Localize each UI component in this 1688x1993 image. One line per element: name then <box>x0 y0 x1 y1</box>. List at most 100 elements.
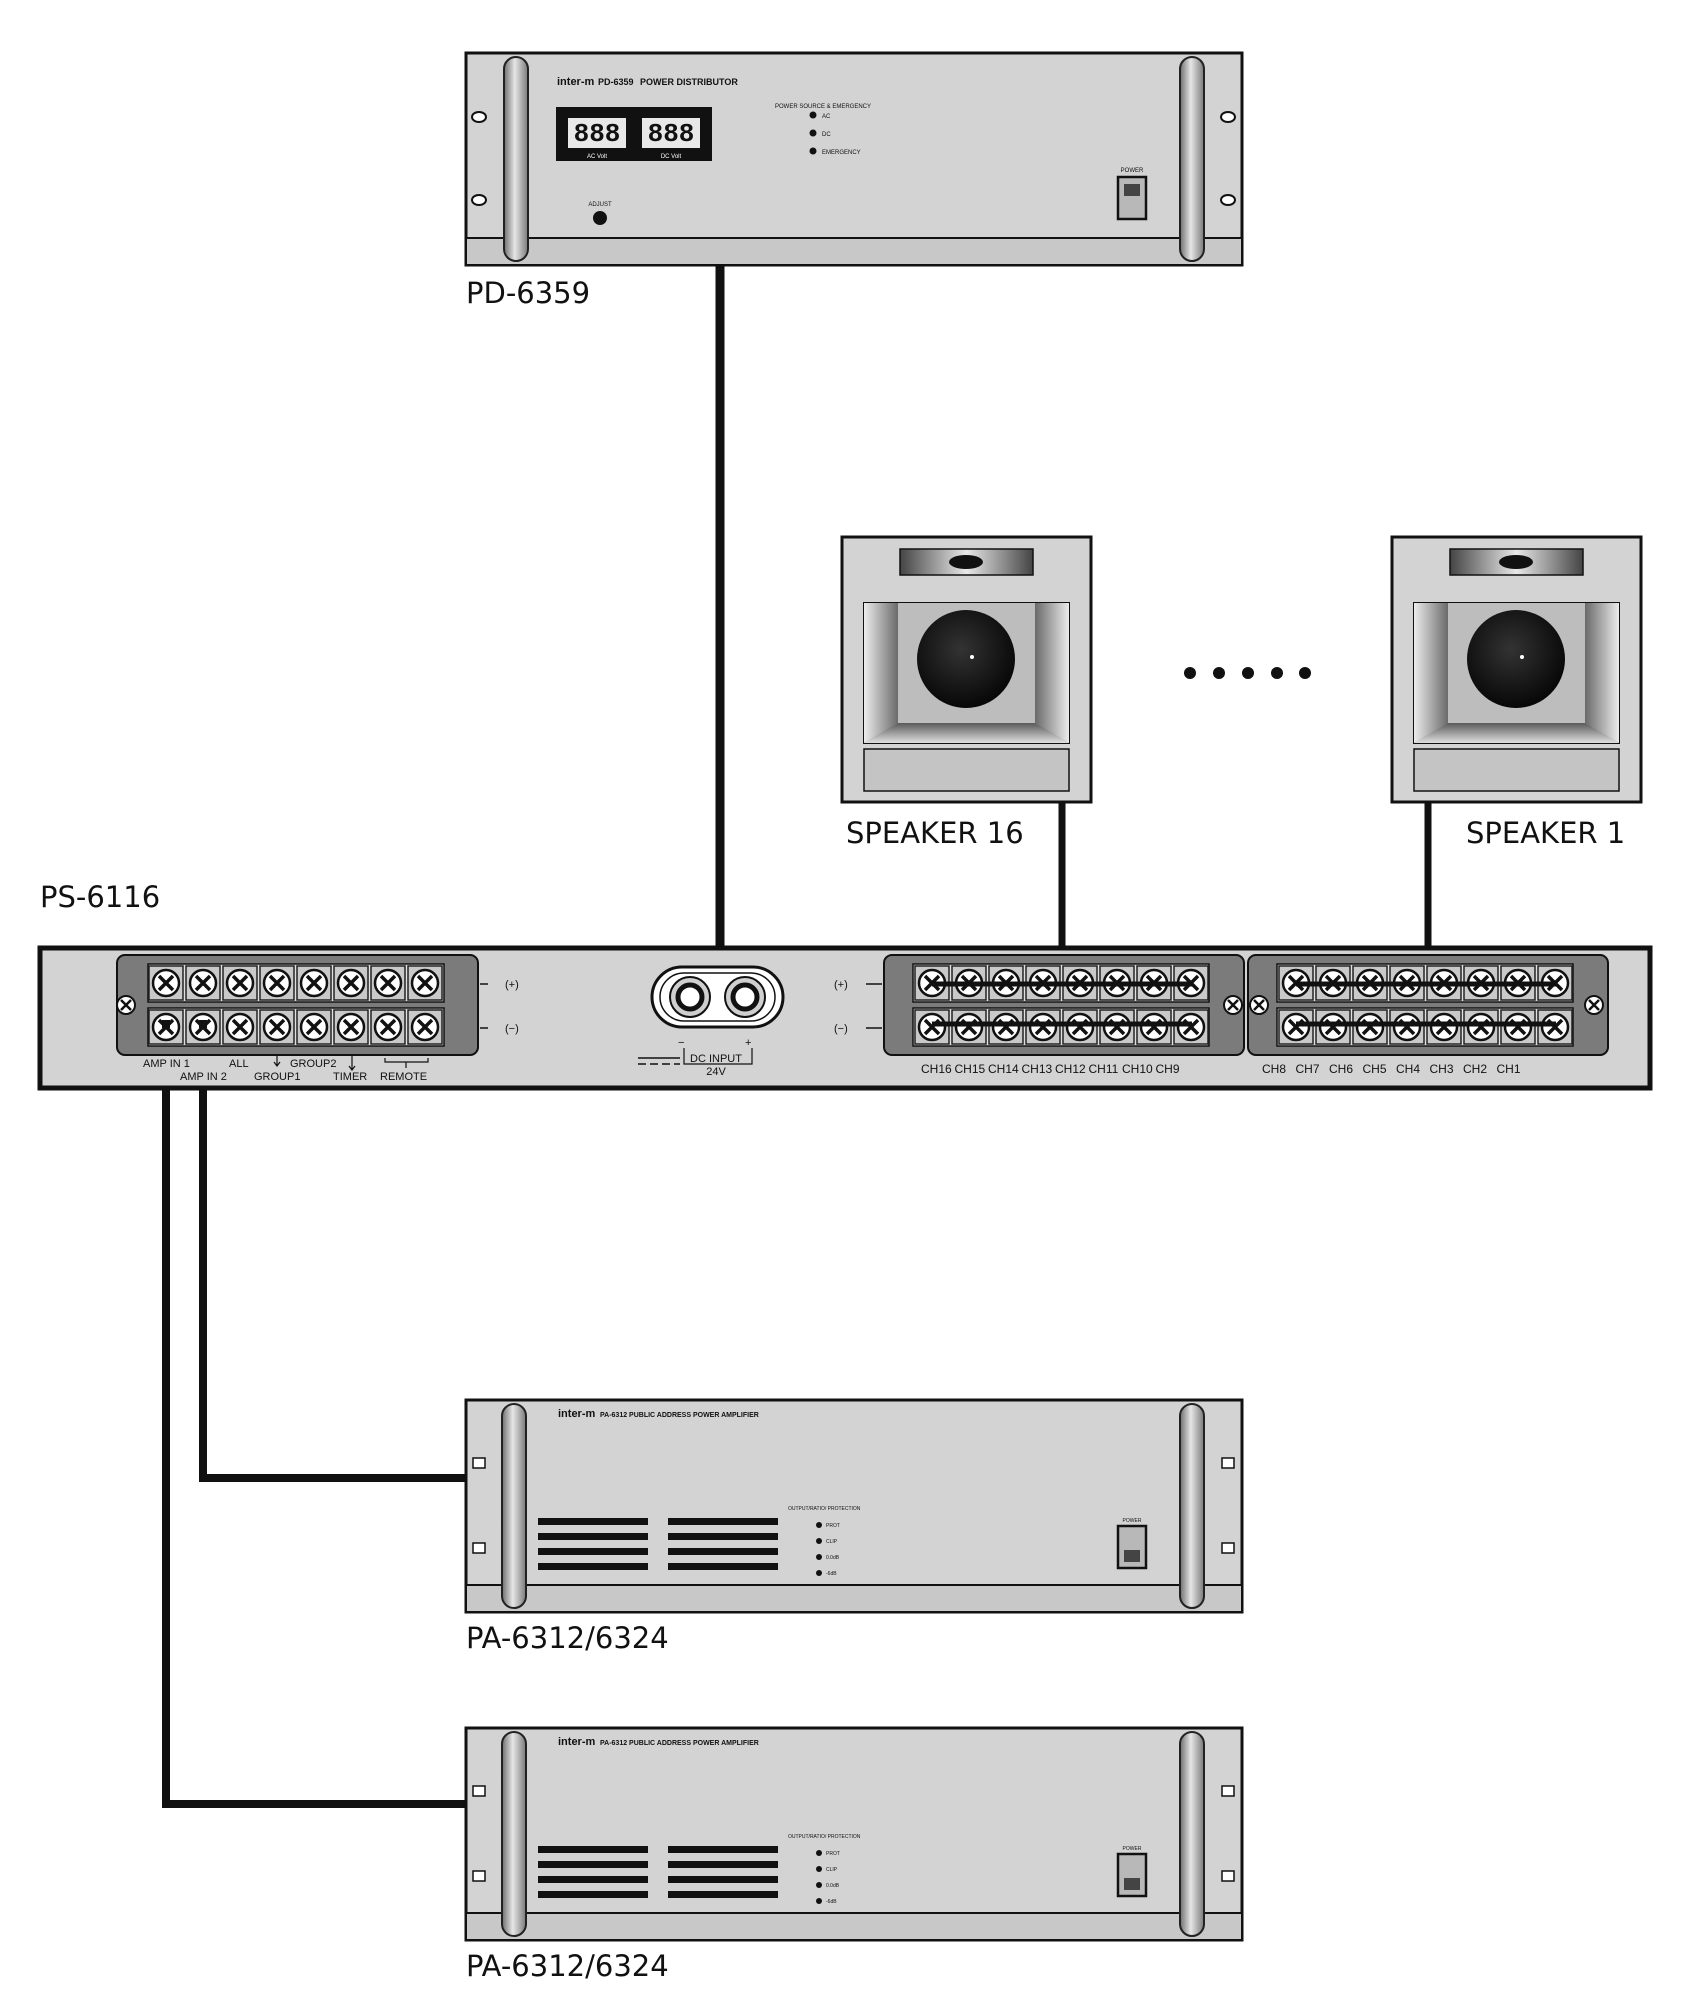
channel-label: CH11 <box>1089 1062 1119 1076</box>
adjust-knob[interactable] <box>593 211 607 225</box>
terminal-screw[interactable] <box>332 964 370 1002</box>
indicator-label: -6dB <box>826 1571 837 1577</box>
terminal-screw[interactable] <box>913 1008 951 1046</box>
minus-symbol: (−) <box>834 1023 848 1035</box>
rack-hole <box>1221 1870 1235 1882</box>
terminal-screw[interactable] <box>1172 1008 1210 1046</box>
brand-logo: inter-m <box>557 76 595 88</box>
status-label: DC <box>822 132 831 138</box>
channel-label: CH6 <box>1329 1062 1353 1076</box>
title-text: POWER DISTRIBUTOR <box>640 77 738 87</box>
power-switch[interactable] <box>1116 175 1148 221</box>
label-group2: GROUP2 <box>290 1058 336 1070</box>
indicator-title: OUTPUT/RATIO/ PROTECTION <box>788 1834 861 1840</box>
rack-hole <box>472 1870 486 1882</box>
label-speaker-16: SPEAKER 16 <box>846 816 1024 850</box>
status-led <box>809 147 817 155</box>
channel-label: CH5 <box>1363 1062 1387 1076</box>
label-pd-6359: PD-6359 <box>466 276 591 310</box>
channel-label: CH16 <box>921 1062 952 1076</box>
terminal-screw[interactable] <box>1061 1008 1099 1046</box>
rack-hole <box>1220 194 1236 206</box>
status-title: POWER SOURCE & EMERGENCY <box>775 104 871 110</box>
indicator-label: CLIP <box>826 1867 838 1873</box>
terminal-screw[interactable] <box>184 964 222 1002</box>
title-text: PA-6312 PUBLIC ADDRESS POWER AMPLIFIER <box>600 1412 759 1419</box>
wire-ampin1-to-pa-bottom <box>162 1024 466 1808</box>
label-all: ALL <box>229 1058 249 1070</box>
terminal-screw[interactable] <box>1499 1008 1537 1046</box>
indicator-label: 0.0dB <box>826 1555 840 1561</box>
terminal-screw[interactable] <box>1024 1008 1062 1046</box>
terminal-screw[interactable] <box>1388 1008 1426 1046</box>
indicator-label: PROT <box>826 1851 840 1857</box>
display-right: 888 <box>648 119 695 149</box>
rack-hole <box>472 1785 486 1797</box>
wire-ampin2-to-pa-top <box>199 1024 466 1482</box>
label-pa-bottom: PA-6312/6324 <box>466 1949 669 1983</box>
rack-handle <box>503 56 529 262</box>
label-ps-6116: PS-6116 <box>40 880 161 914</box>
terminal-screw[interactable] <box>1425 1008 1463 1046</box>
terminal-screw[interactable] <box>950 1008 988 1046</box>
rack-hole <box>1221 1542 1235 1554</box>
channel-label: CH1 <box>1497 1062 1521 1076</box>
plus-symbol: (+) <box>505 979 519 991</box>
label-group1: GROUP1 <box>254 1071 300 1083</box>
display-left: 888 <box>574 119 621 149</box>
speaker-terminal-block-ch8-ch1 <box>1247 954 1609 1056</box>
brand-logo: inter-m <box>558 1736 596 1748</box>
terminal-screw[interactable] <box>1314 1008 1352 1046</box>
indicator-label: PROT <box>826 1523 840 1529</box>
terminal-screw[interactable] <box>369 964 407 1002</box>
terminal-screw[interactable] <box>406 964 444 1002</box>
terminal-screw[interactable] <box>1098 1008 1136 1046</box>
woofer-cone-icon <box>917 610 1015 708</box>
channel-label: CH10 <box>1122 1062 1153 1076</box>
indicator-label: 0.0dB <box>826 1883 840 1889</box>
terminal-screw[interactable] <box>258 1008 296 1046</box>
rack-handle <box>501 1403 527 1609</box>
terminal-screw[interactable] <box>221 964 259 1002</box>
rack-hole <box>1221 1457 1235 1469</box>
pa-6312-unit-top: inter-m PA-6312 PUBLIC ADDRESS POWER AMP… <box>464 1398 1244 1614</box>
label-timer: TIMER <box>333 1071 367 1083</box>
terminal-screw[interactable] <box>987 1008 1025 1046</box>
minus-symbol: (−) <box>505 1023 519 1035</box>
speaker-16 <box>840 535 1093 804</box>
model-text: PD-6359 <box>598 77 634 87</box>
terminal-screw[interactable] <box>1462 1008 1500 1046</box>
status-label: AC <box>822 114 831 120</box>
terminal-screw[interactable] <box>406 1008 444 1046</box>
terminal-screw[interactable] <box>258 964 296 1002</box>
terminal-screw[interactable] <box>295 1008 333 1046</box>
indicator-label: -6dB <box>826 1899 837 1905</box>
pd-6359-unit: inter-m PD-6359 POWER DISTRIBUTOR 888 88… <box>464 51 1244 267</box>
terminal-screw[interactable] <box>295 964 333 1002</box>
dc-input-label: DC INPUT <box>690 1053 742 1065</box>
power-label: POWER <box>1123 1846 1142 1852</box>
power-label: POWER <box>1123 1518 1142 1524</box>
label-pa-top: PA-6312/6324 <box>466 1621 669 1655</box>
rack-hole <box>1221 1785 1235 1797</box>
terminal-screw[interactable] <box>1135 1008 1173 1046</box>
terminal-screw[interactable] <box>147 964 185 1002</box>
terminal-screw[interactable] <box>221 1008 259 1046</box>
indicator-title: OUTPUT/RATIO/ PROTECTION <box>788 1506 861 1512</box>
dc-input-voltage: 24V <box>706 1066 726 1078</box>
terminal-screw[interactable] <box>1536 1008 1574 1046</box>
rack-hole <box>471 194 487 206</box>
rack-handle <box>501 1731 527 1937</box>
terminal-screw[interactable] <box>1277 1008 1315 1046</box>
power-label: POWER <box>1121 168 1144 174</box>
rack-hole <box>471 111 487 123</box>
ellipsis-dots <box>1184 667 1311 679</box>
woofer-cone-icon <box>1467 610 1565 708</box>
terminal-screw[interactable] <box>332 1008 370 1046</box>
terminal-screw[interactable] <box>1351 1008 1389 1046</box>
rack-hole <box>472 1457 486 1469</box>
dc-minus-symbol: − <box>678 1037 684 1049</box>
control-terminal-block <box>115 954 479 1056</box>
terminal-screw[interactable] <box>369 1008 407 1046</box>
pa-6312-unit-bottom: inter-m PA-6312 PUBLIC ADDRESS POWER AMP… <box>464 1726 1244 1942</box>
